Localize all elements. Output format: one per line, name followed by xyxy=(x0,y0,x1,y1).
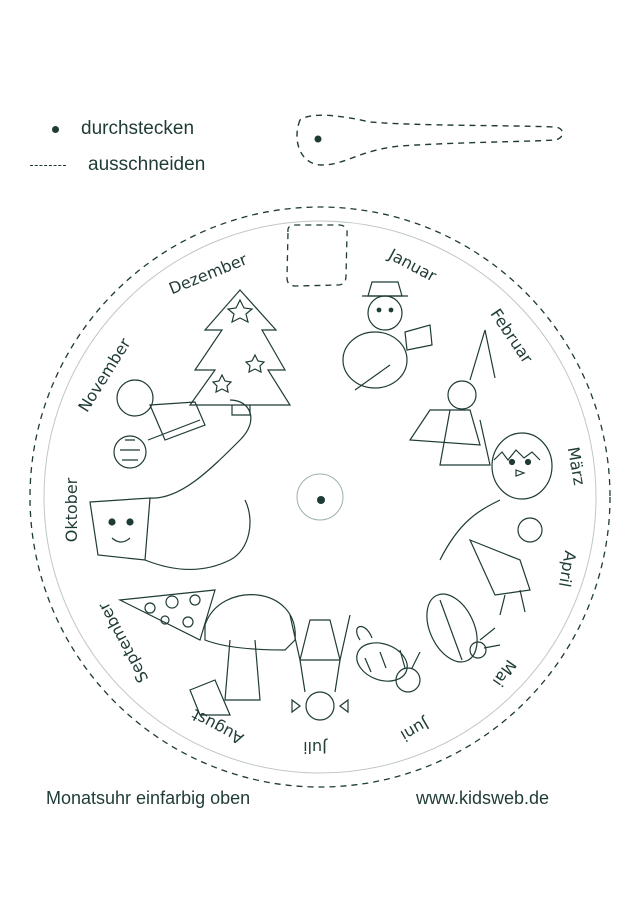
party-hat-icon xyxy=(117,589,216,641)
sheet-title: Monatsuhr einfarbig oben xyxy=(46,788,251,808)
month-illustrations xyxy=(89,281,553,721)
child-lantern-icon xyxy=(113,379,206,469)
christmas-tree-icon xyxy=(188,289,292,416)
legend-pierce-label: durchstecken xyxy=(81,118,195,139)
month-label-juni: Juni xyxy=(397,714,433,746)
month-wheel xyxy=(29,206,611,788)
hand-pierce-dot-icon xyxy=(314,135,322,143)
clock-hand-cutout xyxy=(296,114,564,166)
month-label-august: August xyxy=(188,705,246,748)
month-label-februar: Februar xyxy=(487,305,537,367)
center-pierce-dot-icon xyxy=(317,496,325,504)
month-label-maerz: März xyxy=(564,445,589,486)
month-label-juli: Juli xyxy=(303,738,328,757)
legend-pierce: durchstecken xyxy=(30,118,194,140)
month-label-oktober: Oktober xyxy=(62,477,81,542)
month-label-november: November xyxy=(74,334,134,415)
center-hub xyxy=(296,473,344,521)
month-labels: Januar Februar März April Mai Juni Juli … xyxy=(62,244,589,757)
chick-egg-icon xyxy=(491,432,553,500)
website-link[interactable]: www.kidsweb.de xyxy=(416,788,550,808)
month-label-januar: Januar xyxy=(385,244,440,285)
kite-icon xyxy=(89,399,252,570)
month-label-april: April xyxy=(555,549,580,588)
wheel-inner-ring xyxy=(43,220,597,774)
beetle-icon xyxy=(426,593,501,663)
wizard-costume-icon xyxy=(408,329,496,466)
wheel-cut-line xyxy=(29,206,611,788)
legend-cut-label: ausschneiden xyxy=(88,154,206,175)
bee-icon xyxy=(356,626,421,693)
window-cutout xyxy=(286,224,348,287)
legend-cut: ausschneiden xyxy=(30,154,205,176)
girl-handstand-icon xyxy=(289,614,351,721)
snowman-icon xyxy=(342,281,433,391)
month-label-mai: Mai xyxy=(489,656,521,690)
mushroom-ice-cream-icon xyxy=(189,594,296,716)
pierce-dot-icon xyxy=(52,125,59,133)
boy-with-flowers-icon xyxy=(439,499,543,616)
dashed-line-icon xyxy=(30,164,66,166)
month-label-dezember: Dezember xyxy=(166,249,250,298)
